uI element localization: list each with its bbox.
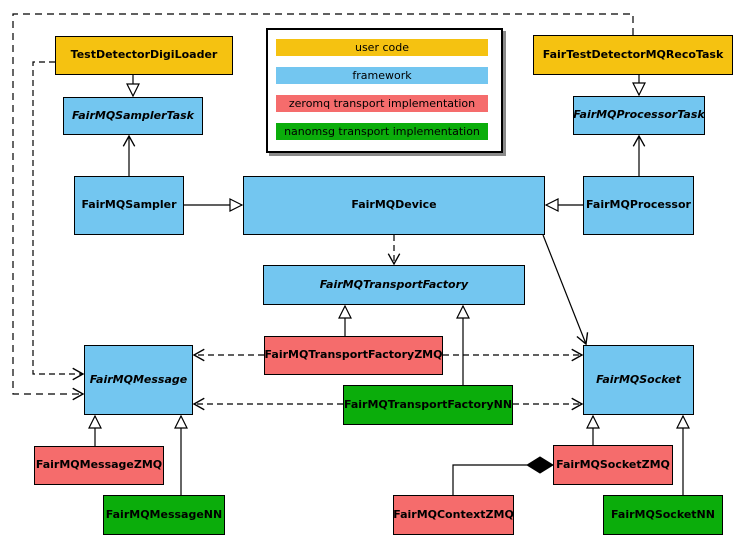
node-fair-mq-device: FairMQDevice xyxy=(243,176,545,235)
node-fair-mq-processor: FairMQProcessor xyxy=(583,176,694,235)
node-fair-mq-message: FairMQMessage xyxy=(84,345,193,415)
edge-contextzmq-socketzmq xyxy=(452,464,527,495)
legend-item-zeromq: zeromq transport implementation xyxy=(276,95,488,112)
node-fair-test-detector-mq-reco-task: FairTestDetectorMQRecoTask xyxy=(533,35,733,75)
node-fair-mq-socket-zmq: FairMQSocketZMQ xyxy=(553,445,673,485)
edge-digiloader-message xyxy=(32,61,85,381)
node-fair-mq-processor-task: FairMQProcessorTask xyxy=(573,96,705,135)
node-fair-mq-socket: FairMQSocket xyxy=(583,345,694,415)
node-fair-mq-sampler-task: FairMQSamplerTask xyxy=(63,97,203,135)
legend-item-nanomsg: nanomsg transport implementation xyxy=(276,123,488,140)
node-test-detector-digi-loader: TestDetectorDigiLoader xyxy=(55,36,233,75)
node-fair-mq-context-zmq: FairMQContextZMQ xyxy=(393,495,514,535)
node-fair-mq-transport-factory: FairMQTransportFactory xyxy=(263,265,525,305)
node-fair-mq-transport-factory-nn: FairMQTransportFactoryNN xyxy=(343,385,513,425)
node-fair-mq-message-zmq: FairMQMessageZMQ xyxy=(34,446,164,485)
node-fair-mq-transport-factory-zmq: FairMQTransportFactoryZMQ xyxy=(264,336,443,375)
composition-diamond-icon xyxy=(526,456,554,474)
legend-item-user-code: user code xyxy=(276,39,488,56)
edge-recotask-message xyxy=(12,13,634,401)
legend-item-framework: framework xyxy=(276,67,488,84)
edge-device-socket xyxy=(542,234,589,346)
node-fair-mq-message-nn: FairMQMessageNN xyxy=(103,495,225,535)
legend-box: user code framework zeromq transport imp… xyxy=(266,28,503,153)
node-fair-mq-sampler: FairMQSampler xyxy=(74,176,184,235)
node-fair-mq-socket-nn: FairMQSocketNN xyxy=(603,495,723,535)
